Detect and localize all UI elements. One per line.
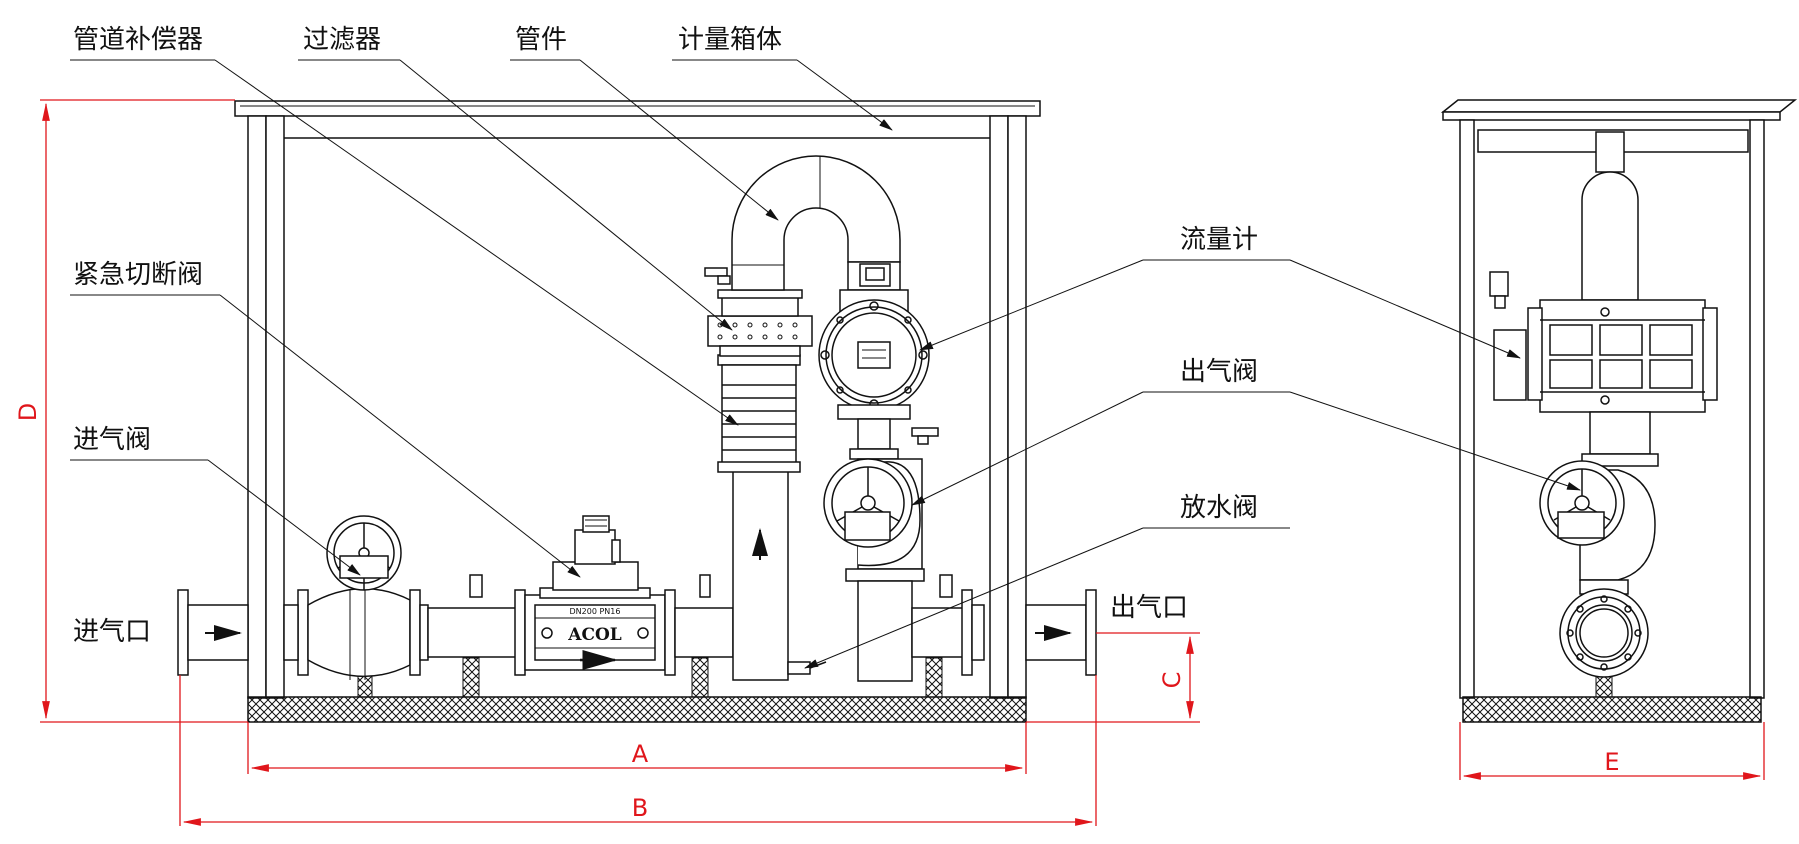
filter: [707, 289, 813, 357]
valve-brand-label: ACOL: [567, 625, 622, 645]
dimension-e-label: E: [1604, 748, 1619, 776]
pipe-compensator: [717, 354, 801, 473]
inlet-pipe: [177, 589, 309, 676]
side-view-outlet-valve: [1539, 460, 1656, 698]
leader-lines: [70, 59, 1581, 669]
outlet-valve: [823, 458, 953, 682]
label-inlet-valve: 进气阀: [73, 425, 151, 455]
pipe-segment-1: [419, 574, 526, 676]
cabinet-frame-side: [1440, 99, 1798, 723]
label-drain-valve: 放水阀: [1180, 493, 1258, 523]
label-metering-box: 计量箱体: [678, 25, 782, 55]
cabinet-base-front: [247, 696, 1027, 723]
label-filter: 过滤器: [303, 25, 381, 55]
label-flow-meter: 流量计: [1180, 225, 1258, 255]
pipe-supports: [357, 657, 943, 698]
dimension-c-label: C: [1158, 672, 1186, 689]
pipe-segment-2: [674, 574, 734, 658]
valve-spec-label: DN200 PN16: [570, 607, 621, 616]
label-emergency-valve: 紧急切断阀: [73, 260, 203, 290]
pipe-segment-3: [911, 589, 985, 676]
side-view-meter-assembly: [1489, 171, 1718, 467]
dimension-d-label: D: [14, 403, 42, 421]
inlet-ball-valve: [307, 515, 421, 680]
label-outlet: 出气口: [1110, 593, 1188, 623]
cabinet-frame-front: [234, 100, 1041, 699]
u-bend-pipe-fitting: [704, 155, 901, 291]
dimension-lines: [40, 99, 1765, 826]
riser-pipe: [732, 469, 827, 681]
label-outlet-valve: 出气阀: [1180, 357, 1258, 387]
label-compensator: 管道补偿器: [73, 25, 203, 55]
flow-meter: [818, 261, 939, 460]
emergency-shutoff-valve: DN200 PN16 ACOL: [524, 515, 676, 676]
dimension-a-label: A: [632, 740, 649, 768]
label-pipe-fitting: 管件: [515, 25, 567, 55]
dimension-b-label: B: [632, 794, 648, 822]
outlet-pipe: [1025, 589, 1097, 676]
label-inlet: 进气口: [73, 617, 151, 647]
